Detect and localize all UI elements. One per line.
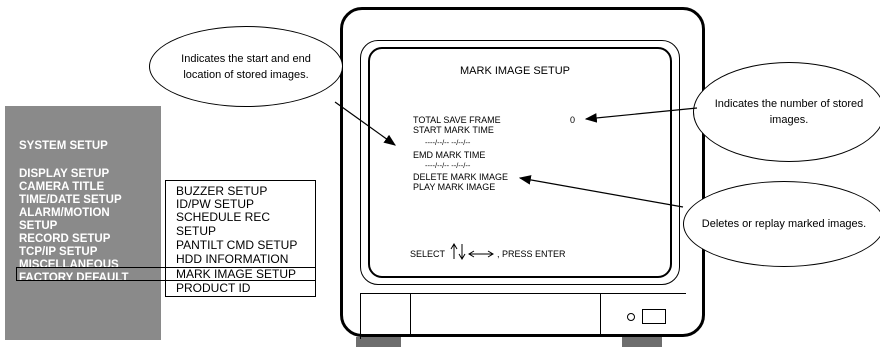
menu-item-factory-default[interactable]: FACTORY DEFAULT [19,272,129,284]
submenu-item-setup[interactable]: SETUP [176,224,217,238]
navigation-arrows-icon [450,243,494,260]
selection-highlight [16,267,316,281]
screen-title: MARK IMAGE SETUP [460,65,571,77]
menu-item-system-setup[interactable]: SYSTEM SETUP [19,140,108,152]
end-mark-time-value: ----/--/-- --/--/-- [425,161,471,170]
callout-start-end-location: Indicates the start and end location of … [149,26,343,107]
submenu-item-pantilt-cmd-setup[interactable]: PANTILT CMD SETUP [176,238,298,252]
submenu-item-hdd-information[interactable]: HDD INFORMATION [176,252,289,266]
menu-item-camera-title[interactable]: CAMERA TITLE [19,181,105,193]
callout-number-of-images: Indicates the number of stored images. [693,62,880,162]
submenu-item-buzzer-setup[interactable]: BUZZER SETUP [176,184,268,198]
monitor-bezel [360,40,680,285]
footer-press-enter: , PRESS ENTER [497,249,566,259]
menu-item-record-setup[interactable]: RECORD SETUP [19,233,111,245]
submenu-item-product-id[interactable]: PRODUCT ID [176,281,251,295]
monitor-control-panel [360,293,686,339]
power-led-icon [627,313,635,321]
menu-item-setup[interactable]: SETUP [19,220,58,232]
submenu-item-schedule-rec[interactable]: SCHEDULE REC [176,210,271,224]
menu-item-tcp-ip-setup[interactable]: TCP/IP SETUP [19,246,98,258]
menu-item-alarm-motion[interactable]: ALARM/MOTION [19,207,110,219]
arrow-start-end [334,101,396,146]
monitor-screen [368,47,672,278]
footer-select-label: SELECT [410,249,446,259]
menu-item-time-date-setup[interactable]: TIME/DATE SETUP [19,194,122,206]
delete-mark-image-option[interactable]: DELETE MARK IMAGE [413,172,509,182]
arrow-delete-replay [518,175,684,208]
start-mark-time-label[interactable]: START MARK TIME [413,125,494,135]
monitor-body [340,7,705,337]
callout-delete-replay: Deletes or replay marked images. [683,181,880,267]
power-button[interactable] [642,309,666,324]
panel-divider [410,293,411,337]
system-menu-panel: SYSTEM SETUP DISPLAY SETUP CAMERA TITLE … [5,106,161,340]
monitor-foot-right [622,337,662,347]
submenu-item-id-pw-setup[interactable]: ID/PW SETUP [176,197,255,211]
play-mark-image-option[interactable]: PLAY MARK IMAGE [413,182,496,192]
menu-item-miscellaneous[interactable]: MISCELLANEOUS [19,259,119,271]
total-save-frame-value: 0 [570,115,576,125]
menu-item-display-setup[interactable]: DISPLAY SETUP [19,168,110,180]
miscellaneous-submenu: BUZZER SETUP ID/PW SETUP SCHEDULE REC SE… [16,180,316,297]
start-mark-time-value: ----/--/-- --/--/-- [425,138,471,147]
submenu-item-mark-image-setup[interactable]: MARK IMAGE SETUP [176,267,297,281]
arrow-total-frames [584,107,698,123]
panel-divider-right [600,293,601,337]
end-mark-time-label[interactable]: EMD MARK TIME [413,150,486,160]
monitor-foot-left [356,337,401,347]
total-save-frame-label: TOTAL SAVE FRAME [413,115,501,125]
